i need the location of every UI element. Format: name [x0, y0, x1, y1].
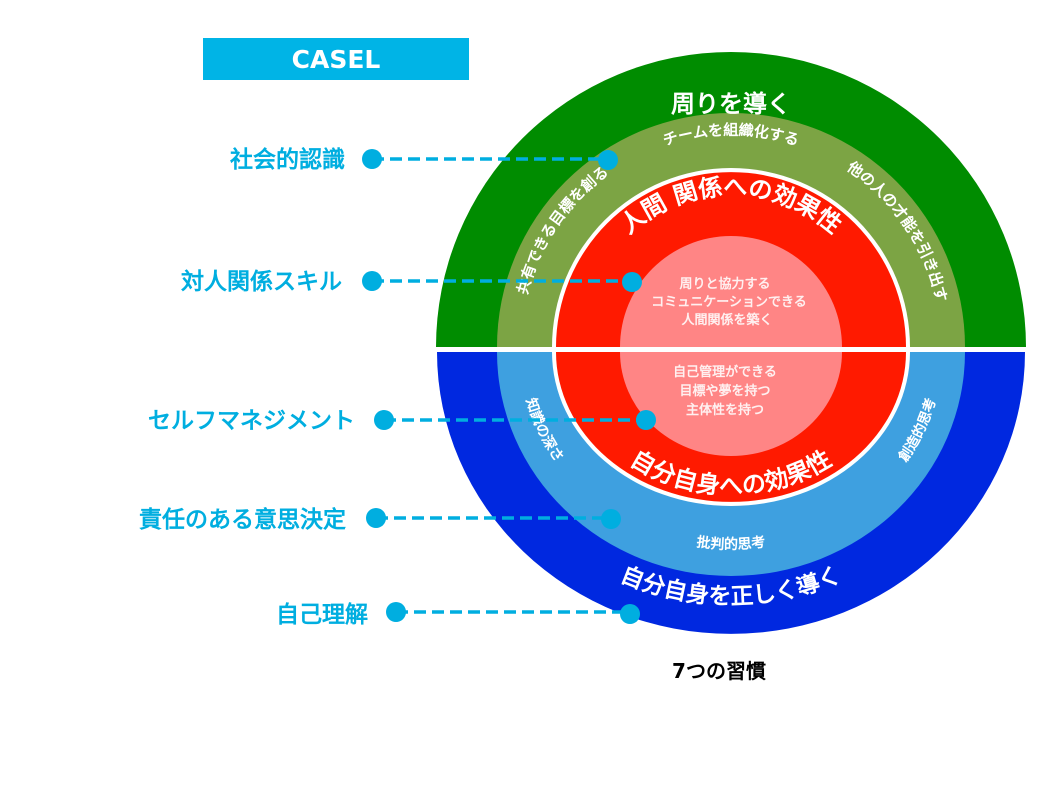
inner-bottom-line: 目標や夢を持つ — [679, 383, 770, 399]
casel-item-responsible-decision: 責任のある意思決定 — [139, 506, 346, 533]
casel-header-box — [203, 38, 469, 80]
connector-dots — [362, 149, 656, 624]
bottom-half-circle — [437, 352, 1025, 634]
casel-item-self-awareness: 自己理解 — [276, 601, 368, 628]
casel-header: CASEL — [203, 38, 469, 80]
top-half-circle — [436, 52, 1026, 347]
pink-core-top — [620, 236, 842, 347]
caption-7-habits: 7つの習慣 — [672, 659, 766, 683]
ring-bottom-label: 批判的思考 — [696, 534, 767, 553]
inner-bottom-line: 自己管理ができる — [673, 364, 777, 380]
casel-item-self-management: セルフマネジメント — [148, 408, 355, 434]
pink-core-bottom — [620, 352, 842, 456]
inner-top-line: 人間関係を築く — [681, 312, 772, 328]
inner-top-line: コミュニケーションできる — [651, 295, 806, 310]
casel-item-social-awareness: 社会的認識 — [230, 146, 345, 173]
inner-top-line: 周りと協力する — [679, 276, 770, 292]
casel-title: CASEL — [292, 45, 381, 74]
divider — [430, 347, 1030, 352]
outer-top-label: 周りを導く — [671, 90, 791, 118]
casel-item-relationship-skills: 対人関係スキル — [181, 269, 342, 295]
connector-lines — [372, 157, 646, 614]
inner-bottom-line: 主体性を持つ — [686, 402, 764, 418]
